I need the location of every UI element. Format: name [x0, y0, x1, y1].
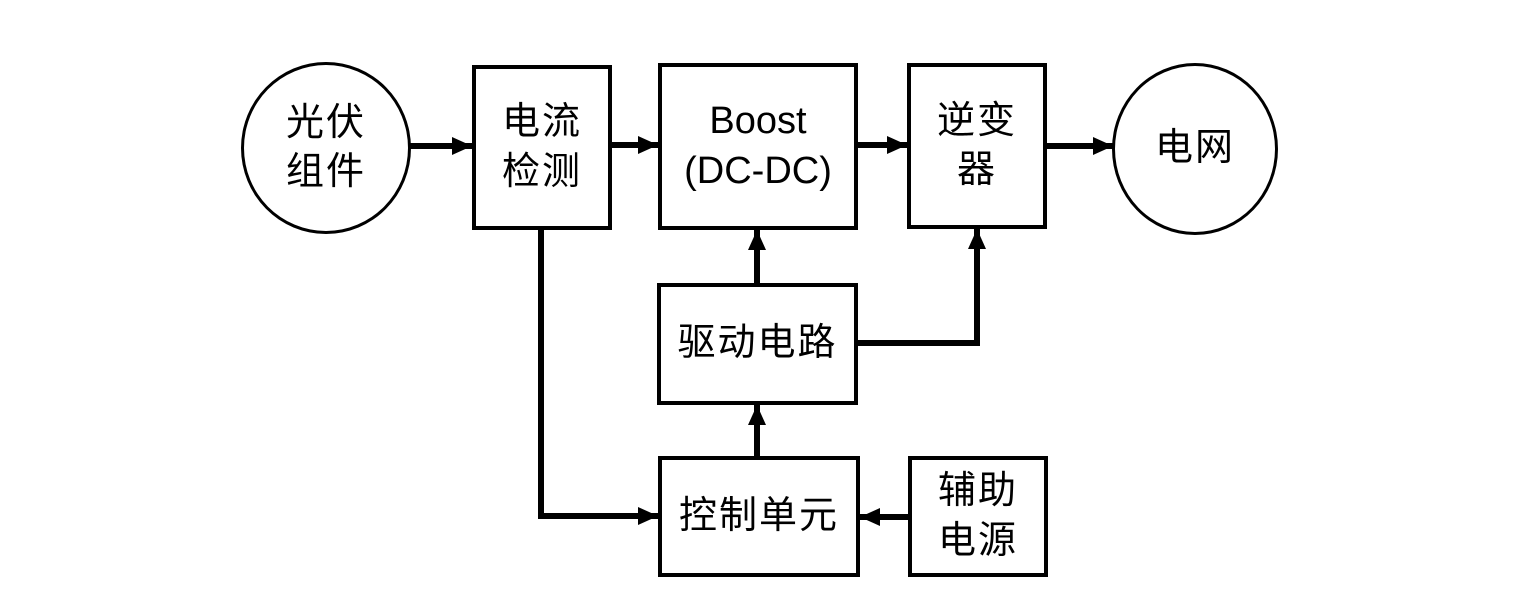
edge-driver-to-inverter — [857, 229, 986, 346]
node-control-unit: 控制单元 — [658, 456, 860, 577]
node-aux-power-label: 辅助 电源 — [937, 470, 1018, 562]
node-drive-circuit: 驱动电路 — [657, 283, 858, 405]
node-grid: 电网 — [1112, 63, 1278, 235]
node-drive-circuit-label: 驱动电路 — [677, 322, 838, 365]
node-pv-module-label: 光伏 组件 — [285, 101, 366, 193]
node-boost-dcdc-label: Boost (DC-DC) — [684, 100, 832, 192]
node-current-detection-label: 电流 检测 — [501, 101, 582, 193]
node-boost-dcdc: Boost (DC-DC) — [658, 63, 858, 230]
node-control-unit-label: 控制单元 — [678, 494, 839, 537]
node-inverter-label: 逆变 器 — [936, 99, 1017, 191]
node-aux-power: 辅助 电源 — [908, 456, 1048, 577]
edge-current-to-control — [538, 228, 658, 525]
node-inverter: 逆变 器 — [907, 63, 1047, 229]
node-grid-label: 电网 — [1154, 127, 1235, 170]
node-pv-module: 光伏 组件 — [241, 62, 411, 234]
node-current-detection: 电流 检测 — [472, 65, 612, 230]
